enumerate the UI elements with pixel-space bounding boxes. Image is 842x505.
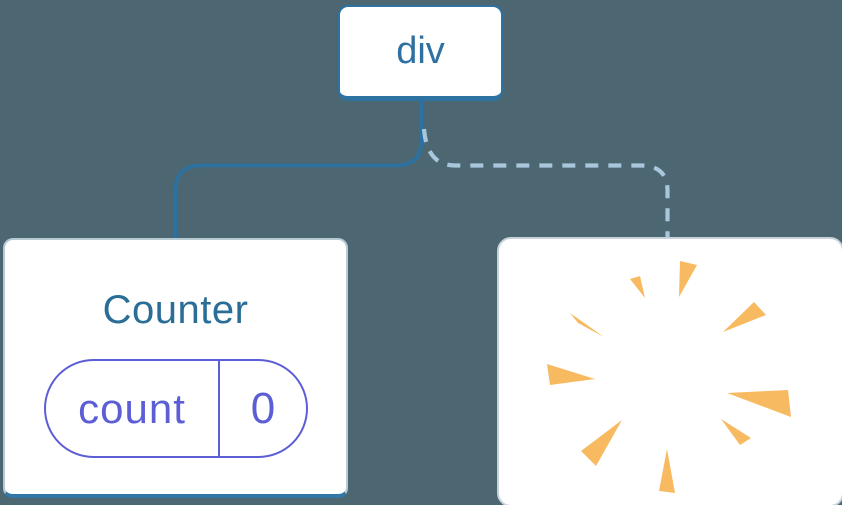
- tree-node-div: div: [338, 5, 503, 101]
- tree-node-removed: [497, 237, 842, 505]
- state-pill-value: 0: [250, 383, 276, 433]
- tree-node-div-label: div: [396, 30, 445, 72]
- state-pill-divider: [218, 361, 220, 456]
- poof-burst-icon: [547, 261, 791, 493]
- edge-solid-div-to-counter: [173, 99, 424, 239]
- edge-dashed-div-to-removed: [421, 128, 670, 238]
- state-pill: count 0: [44, 359, 308, 458]
- tree-node-counter: Counter count 0: [3, 238, 348, 498]
- state-pill-key: count: [78, 384, 186, 432]
- counter-title: Counter: [102, 288, 249, 332]
